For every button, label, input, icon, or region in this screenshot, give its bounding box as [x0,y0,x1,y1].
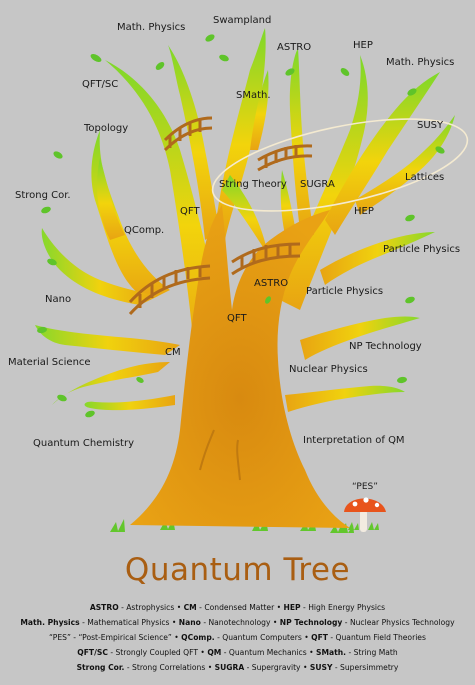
page-title: Quantum Tree [124,552,351,588]
legend-abbreviation: QFT [311,633,328,642]
label-material-science: Material Science [8,357,91,368]
label-qcomp: QComp. [124,225,165,236]
bridges [128,116,313,316]
label-quantum-chemistry: Quantum Chemistry [33,438,135,449]
legend-separator: • [205,663,215,672]
left-branches [35,130,180,411]
label-particle-physics-mid: Particle Physics [306,286,384,297]
label-nuclear-physics: Nuclear Physics [289,364,368,375]
trunk [130,205,350,528]
label-nano: Nano [45,294,72,305]
legend-abbreviation: HEP [283,603,301,612]
legend-separator: • [270,618,280,627]
leaves [37,34,445,418]
label-cm: CM [165,347,181,358]
legend-description: - Nuclear Physics Technology [342,618,455,627]
legend-description: - Astrophysics [118,603,175,612]
legend-abbreviation: QComp. [181,633,215,642]
label-smath: SMath. [236,90,271,101]
legend-abbreviation: SMath. [316,648,347,657]
legend-description: - Supersimmetry [332,663,399,672]
legend-separator: • [274,603,284,612]
legend-abbreviation: SUGRA [214,663,245,672]
legend-abbreviation: QFT/SC [77,648,108,657]
label-sugra: SUGRA [300,179,335,190]
legend-abbreviation: Nano [178,618,201,627]
legend-row: Math. Physics - Mathematical Physics • N… [0,618,475,627]
legend-description: - Mathematical Physics [79,618,170,627]
legend-separator: • [306,648,316,657]
mushroom-icon [344,497,386,532]
halo-ring [211,118,469,212]
legend-description: - High Energy Physics [300,603,386,612]
label-topology: Topology [84,123,129,134]
legend-row: QFT/SC - Strongly Coupled QFT • QM - Qua… [0,648,475,657]
legend-description: - String Math [346,648,398,657]
label-astro-top: ASTRO [277,42,312,53]
label-swampland: Swampland [213,15,272,26]
legend-description: - Strongly Coupled QFT [107,648,198,657]
legend-separator: • [300,663,310,672]
legend-row: “PES” - “Post-Empirical Science” • QComp… [0,633,475,642]
label-pes: “PES” [352,482,378,492]
legend-description: - Strong Correlations [124,663,206,672]
legend-description: - Quantum Field Theories [327,633,426,642]
legend-abbreviation: SUSY [309,663,333,672]
label-np-technology: NP Technology [349,341,422,352]
legend-abbreviation: ASTRO [89,603,119,612]
legend-description: - Supergravity [244,663,301,672]
label-lattices: Lattices [405,172,445,183]
label-qft-sc: QFT/SC [82,79,119,90]
legend-abbreviation: Math. Physics [20,618,80,627]
label-strong-cor: Strong Cor. [15,190,71,201]
legend-description: “PES” - “Post-Empirical Science” [49,633,172,642]
label-hep-top: HEP [353,40,373,51]
label-qft-upper: QFT [180,206,200,217]
legend-separator: • [171,633,182,642]
label-math-physics-left: Math. Physics [117,22,186,33]
label-hep-mid: HEP [354,206,374,217]
label-qft-lower: QFT [227,313,247,324]
legend-separator: • [198,648,208,657]
label-string-theory: String Theory [219,179,287,190]
label-math-physics-right: Math. Physics [386,57,455,68]
legend-row: Strong Cor. - Strong Correlations • SUGR… [0,663,475,672]
label-particle-physics-right: Particle Physics [383,244,461,255]
legend-separator: • [169,618,179,627]
label-astro-mid: ASTRO [254,278,289,289]
legend-abbreviation: NP Technology [279,618,343,627]
legend-description: - Quantum Mechanics [221,648,307,657]
grass-tufts [110,519,354,533]
legend-description: - Nanotechnology [200,618,271,627]
legend-description: - Quantum Computers [214,633,302,642]
legend-description: - Condensed Matter [196,603,275,612]
legend-abbreviation: Strong Cor. [76,663,125,672]
legend-row: ASTRO - Astrophysics • CM - Condensed Ma… [0,603,475,612]
upper-left-branches [105,28,269,360]
legend-separator: • [174,603,184,612]
legend-abbreviation: QM [207,648,222,657]
label-interpretation-qm: Interpretation of QM [303,435,405,446]
label-susy: SUSY [417,120,444,131]
legend-abbreviation: CM [183,603,197,612]
legend-separator: • [301,633,312,642]
